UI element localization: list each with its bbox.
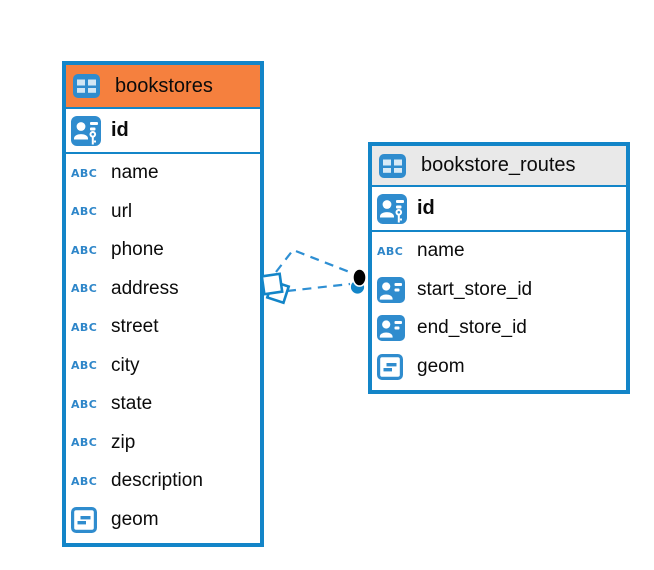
text-type-icon: ABC [377, 244, 404, 258]
relationship-line-lower[interactable] [286, 282, 351, 293]
column-name: geom [417, 355, 465, 377]
text-type-icon: ABC [71, 166, 98, 180]
text-type-icon: ABC [71, 320, 98, 334]
column-row-url[interactable]: ABC url [66, 193, 260, 232]
column-row-name[interactable]: ABC name [66, 154, 260, 193]
table-bookstores-header[interactable]: bookstores [66, 65, 260, 109]
column-row-zip[interactable]: ABC zip [66, 424, 260, 463]
column-name: city [111, 354, 140, 376]
reference-type-icon [377, 315, 411, 342]
column-name: id [111, 119, 129, 141]
text-type-icon: ABC [71, 474, 98, 488]
column-row-geom[interactable]: geom [66, 501, 260, 540]
column-name: start_store_id [417, 278, 533, 300]
geometry-type-icon [71, 506, 105, 533]
table-bookstore-routes-header[interactable]: bookstore_routes [372, 146, 626, 187]
table-icon [379, 153, 413, 178]
many-end-marker-squares[interactable] [260, 272, 291, 305]
column-name: street [111, 316, 159, 338]
text-type-icon: ABC [71, 397, 98, 411]
table-bookstores[interactable]: bookstores id ABC [62, 61, 264, 547]
table-title: bookstore_routes [421, 154, 576, 176]
column-row-city[interactable]: ABC city [66, 347, 260, 386]
column-row-id[interactable]: id [372, 187, 626, 232]
column-name: state [111, 393, 153, 415]
column-name: url [111, 200, 133, 222]
geometry-type-icon [377, 353, 411, 380]
text-type-icon: ABC [71, 205, 98, 219]
reference-type-icon [377, 276, 411, 303]
text-type-icon: ABC [71, 243, 98, 257]
column-row-start-store-id[interactable]: start_store_id [372, 271, 626, 310]
column-row-description[interactable]: ABC description [66, 462, 260, 501]
column-list: ABC name ABC url ABC phone ABC address A… [66, 154, 260, 539]
table-title: bookstores [115, 74, 213, 97]
column-name: description [111, 470, 203, 492]
column-row-end-store-id[interactable]: end_store_id [372, 309, 626, 348]
column-name: address [111, 277, 179, 299]
text-type-icon: ABC [71, 436, 98, 450]
primary-key-icon [377, 193, 411, 224]
one-end-marker-dots[interactable] [350, 268, 367, 294]
column-name: zip [111, 431, 136, 453]
column-name: end_store_id [417, 317, 527, 339]
column-row-street[interactable]: ABC street [66, 308, 260, 347]
column-row-phone[interactable]: ABC phone [66, 231, 260, 270]
column-row-geom[interactable]: geom [372, 348, 626, 387]
column-row-id[interactable]: id [66, 109, 260, 154]
text-type-icon: ABC [71, 359, 98, 373]
column-row-state[interactable]: ABC state [66, 385, 260, 424]
table-icon [73, 74, 107, 98]
column-name: id [417, 197, 435, 219]
column-row-name[interactable]: ABC name [372, 232, 626, 271]
table-bookstore-routes[interactable]: bookstore_routes id ABC [368, 142, 630, 394]
relationship-line-upper[interactable] [275, 248, 353, 275]
column-name: geom [111, 508, 159, 530]
column-name: name [417, 240, 465, 262]
column-name: phone [111, 239, 164, 261]
column-name: name [111, 162, 159, 184]
column-list: ABC name start_store_id [372, 232, 626, 386]
primary-key-icon [71, 115, 105, 146]
text-type-icon: ABC [71, 282, 98, 296]
column-row-address[interactable]: ABC address [66, 270, 260, 309]
